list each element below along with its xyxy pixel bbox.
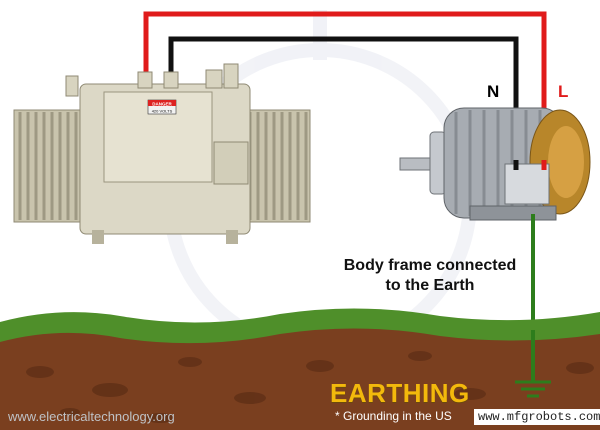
soil bbox=[0, 322, 600, 430]
transformer-right-radiator bbox=[243, 109, 311, 223]
transformer-junction-box bbox=[213, 141, 249, 185]
earthing-title: EARTHING bbox=[330, 378, 470, 408]
caption-line-2: to the Earth bbox=[385, 277, 475, 294]
motor-base bbox=[469, 205, 557, 221]
ground-symbol-icon bbox=[515, 380, 551, 398]
line-label: L bbox=[558, 82, 569, 101]
transformer: DANGER 420 VOLTS bbox=[13, 63, 311, 244]
transformer-bushings bbox=[65, 63, 239, 97]
neutral-label: N bbox=[487, 82, 500, 101]
grass bbox=[0, 308, 600, 344]
motor bbox=[399, 107, 591, 221]
neutral-wire bbox=[168, 36, 519, 165]
danger-plate-text: DANGER bbox=[152, 102, 172, 107]
caption-line-1: Body frame connected bbox=[343, 257, 517, 274]
grounding-footnote: * Grounding in the US bbox=[335, 409, 452, 423]
transformer-left-radiator bbox=[13, 109, 81, 223]
watermark-left: www.electricaltechnology.org bbox=[8, 409, 175, 424]
soil-stones bbox=[26, 351, 594, 423]
body-frame-caption: Body frame connected to the Earth bbox=[300, 256, 560, 296]
voltage-plate-text: 420 VOLTS bbox=[152, 109, 173, 114]
line-wire bbox=[143, 11, 547, 165]
motor-terminal-box bbox=[504, 163, 550, 205]
motor-shaft bbox=[399, 157, 435, 171]
watermark-right: www.mfgrobots.com bbox=[474, 409, 600, 425]
